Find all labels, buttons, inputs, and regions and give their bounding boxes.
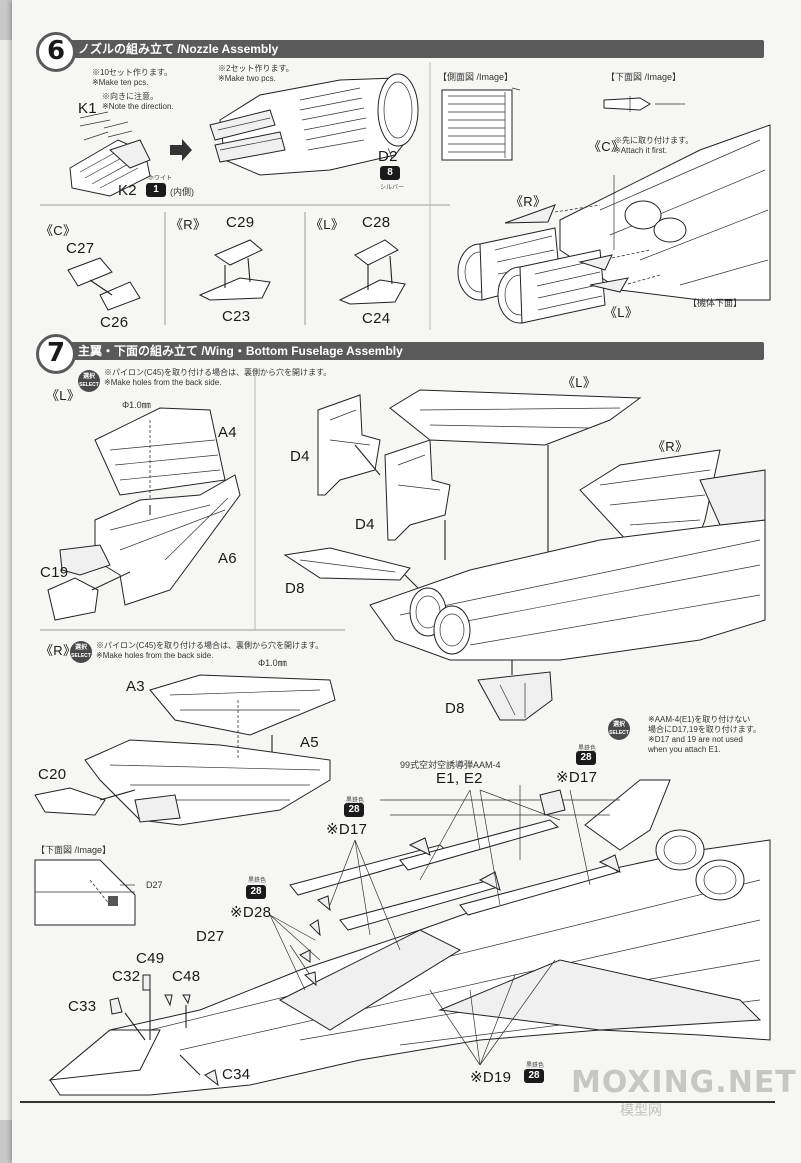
step6-arrow [170, 139, 192, 161]
label-k2-inside: (内側) [170, 187, 194, 197]
paint-caption-d17a: 黒鉄色 [578, 746, 597, 752]
paint-badge-d17a: 28 [576, 751, 596, 765]
bottom-view-label: 【下面図 /Image】 [36, 845, 112, 855]
sub-mark-c: 《C》 [40, 223, 77, 238]
bottom-view-image [34, 859, 136, 926]
mark-c: 《C》 [588, 139, 625, 154]
label-a4: A4 [218, 424, 237, 441]
step7-title: 主翼・下面の組み立て /Wing・Bottom Fuselage Assembl… [78, 344, 403, 358]
airframe-bottom-label: 【機体下面】 [688, 298, 743, 308]
label-d17b: ※D17 [326, 821, 368, 838]
label-d4b: D4 [355, 516, 375, 533]
side-image-label: 【側面図 /Image】 [438, 72, 514, 82]
label-a5: A5 [300, 734, 319, 751]
label-e1-e2: E1, E2 [436, 770, 483, 787]
label-d19: ※D19 [470, 1069, 512, 1086]
paint-caption-d28: 黒鉄色 [248, 878, 267, 884]
label-c29: C29 [226, 214, 255, 231]
watermark: MOXING.NET [571, 1065, 797, 1100]
label-d2: D2 [378, 148, 398, 165]
step7-number: 7 [36, 334, 76, 374]
d4-tail-drawing [317, 394, 451, 560]
watermark-sub: 模型网 [620, 1102, 662, 1118]
bottom-image-label: 【下面図 /Image】 [606, 72, 682, 82]
pylon-note-r: ※パイロン(C45)を取り付ける場合は、裏側から穴を開けます。※Make hol… [96, 641, 324, 660]
label-k1: K1 [78, 100, 97, 117]
step6-title: ノズルの組み立て /Nozzle Assembly [78, 42, 279, 56]
label-c26: C26 [100, 314, 129, 331]
nozzle-assembly-drawing [209, 73, 419, 176]
bottom-fuselage-drawing [369, 469, 766, 721]
label-c49: C49 [136, 950, 165, 967]
label-c24: C24 [362, 310, 391, 327]
note-attach-first: ※先に取り付けます。※Attach it first. [614, 136, 694, 155]
paint-badge-d17b: 28 [344, 803, 364, 817]
d8-fin-drawing [283, 547, 421, 591]
label-k2: K2 [118, 182, 137, 199]
label-d8b: D8 [445, 700, 465, 717]
step6-header: 6 ノズルの組み立て /Nozzle Assembly [36, 32, 764, 72]
label-d8a: D8 [285, 580, 305, 597]
label-d17a: ※D17 [556, 769, 598, 786]
label-c27: C27 [66, 240, 95, 257]
hole-size-l: Φ1.0㎜ [122, 400, 151, 410]
pylon-note-l: ※パイロン(C45)を取り付ける場合は、裏側から穴を開けます。※Make hol… [104, 368, 332, 387]
k1-parts-drawing [69, 111, 151, 197]
mark-r-step7: 《R》 [40, 643, 77, 658]
label-c48: C48 [172, 968, 201, 985]
c27-c26-drawing [67, 257, 141, 311]
wing-a3-a5-drawing [34, 674, 336, 826]
nozzle-bottom-image [603, 96, 685, 112]
mark-r: 《R》 [510, 194, 547, 209]
label-c20: C20 [38, 766, 67, 783]
note-ten-pcs: ※10セット作ります。※Make ten pcs. [92, 68, 173, 87]
step6-number: 6 [36, 32, 76, 72]
paint-badge-k2: 1 [146, 183, 166, 197]
label-d4a: D4 [290, 448, 310, 465]
wing-l-drawing [389, 389, 642, 560]
paint-caption-k2: ホワイト [148, 176, 173, 182]
c29-c23-drawing [198, 239, 271, 301]
wing-mark-l: 《L》 [562, 375, 597, 390]
aam4-label: 99式空対空誘導弾AAM-4 [400, 760, 501, 770]
note-two-pcs: ※2セット作ります。※Make two pcs. [218, 64, 294, 83]
label-c34: C34 [222, 1066, 251, 1083]
label-c19: C19 [40, 564, 69, 581]
label-d27-small: D27 [146, 880, 163, 890]
label-c23: C23 [222, 308, 251, 325]
mark-l-step7: 《L》 [46, 388, 81, 403]
paint-badge-d28: 28 [246, 885, 266, 899]
paint-caption-d19: 黒鉄色 [526, 1063, 545, 1069]
label-c28: C28 [362, 214, 391, 231]
wing-mark-r: 《R》 [652, 439, 689, 454]
label-c32: C32 [112, 968, 141, 985]
step7-header: 7 主翼・下面の組み立て /Wing・Bottom Fuselage Assem… [36, 334, 764, 374]
sub-mark-r: 《R》 [170, 217, 207, 232]
label-d27: D27 [196, 928, 225, 945]
label-c33: C33 [68, 998, 97, 1015]
paint-badge-d19: 28 [524, 1069, 544, 1083]
rear-fuselage-drawing [457, 124, 771, 324]
aam-note: ※AAM-4(E1)を取り付けない場合にD17,19を取り付けます。※D17 a… [648, 715, 761, 754]
mark-l: 《L》 [604, 305, 639, 320]
c28-c24-drawing [338, 239, 406, 305]
label-a3: A3 [126, 678, 145, 695]
label-d28: ※D28 [230, 904, 272, 921]
note-direction: ※向きに注意。※Note the direction. [102, 92, 174, 111]
label-a6: A6 [218, 550, 237, 567]
aircraft-main-drawing [48, 779, 771, 1096]
paint-badge-d2: 8 [380, 166, 400, 180]
paint-caption-d17b: 黒鉄色 [346, 798, 365, 804]
sub-mark-l: 《L》 [310, 217, 345, 232]
paint-caption-d2: シルバー [380, 185, 405, 191]
nozzle-side-image [441, 87, 521, 161]
wing-a4-drawing [47, 407, 241, 621]
hole-size-r: Φ1.0㎜ [258, 658, 287, 668]
